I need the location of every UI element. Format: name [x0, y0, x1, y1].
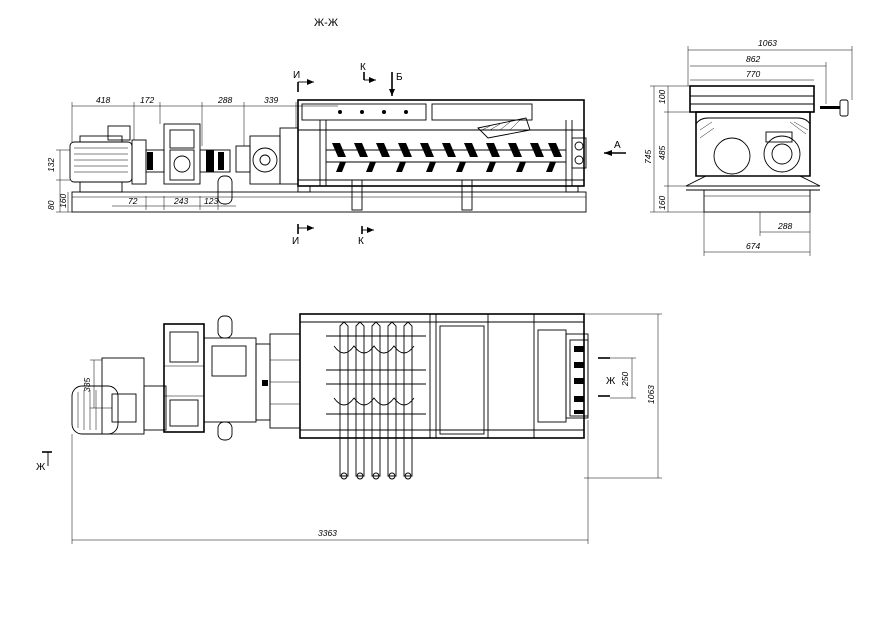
section-title: Ж-Ж [314, 17, 338, 29]
dim-side-288: 288 [777, 221, 792, 231]
dim-132: 132 [46, 158, 56, 172]
side-view [685, 85, 849, 213]
dim-80: 80 [46, 200, 56, 210]
dim-plan-335: 335 [82, 378, 92, 392]
mark-i-top: И [293, 70, 300, 81]
agitator-shafts [326, 321, 426, 480]
dim-172: 172 [140, 95, 154, 105]
mark-k-top: К [360, 62, 366, 73]
dim-side-1063: 1063 [758, 38, 777, 48]
front-view: А И К Б И К [69, 62, 626, 247]
dim-side-862: 862 [746, 54, 760, 64]
plan-view: Ж Ж [36, 313, 616, 480]
mark-k-bottom: К [358, 236, 364, 247]
dim-123: 123 [204, 196, 218, 206]
dim-side-674: 674 [746, 241, 760, 251]
dim-288: 288 [217, 95, 232, 105]
dim-plan-3363: 3363 [318, 528, 337, 538]
motor [69, 125, 133, 193]
dim-418: 418 [96, 95, 110, 105]
side-view-dimensions: 1063 862 770 100 485 745 160 288 674 [643, 38, 853, 256]
dim-72: 72 [128, 196, 138, 206]
screw-flights [326, 143, 566, 172]
mark-a: А [614, 140, 621, 151]
dim-plan-1063: 1063 [646, 385, 656, 404]
dim-243: 243 [173, 196, 188, 206]
mark-i-bottom: И [292, 236, 299, 247]
mark-zh-left: Ж [36, 462, 46, 473]
dim-side-745: 745 [643, 150, 653, 164]
front-view-dimensions: 418 172 288 339 132 80 160 72 243 123 [46, 95, 338, 213]
dim-160: 160 [58, 194, 68, 208]
dim-339: 339 [264, 95, 278, 105]
dim-side-485: 485 [657, 146, 667, 160]
dim-plan-250: 250 [620, 372, 630, 387]
plan-view-dimensions: 335 250 1063 3363 [71, 313, 662, 544]
mark-b: Б [396, 72, 403, 83]
dim-side-160: 160 [657, 196, 667, 210]
dim-side-770: 770 [746, 69, 760, 79]
dim-side-100: 100 [657, 90, 667, 104]
mark-zh-right: Ж [606, 376, 616, 387]
